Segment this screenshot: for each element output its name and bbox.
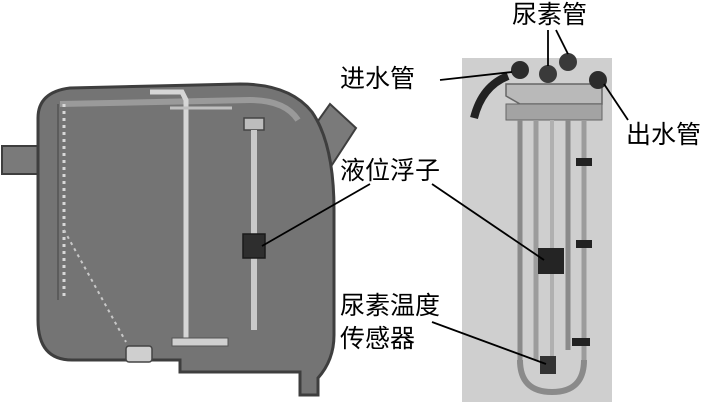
label-level-float: 液位浮子	[340, 156, 441, 185]
tank-side-nozzle	[1, 145, 39, 175]
tank-level-float	[242, 233, 266, 259]
leader-lines	[261, 29, 629, 365]
label-urea-temp-sensor-line1: 尿素温度	[340, 291, 441, 320]
leader-float-photo	[431, 183, 545, 261]
photo-u-bend	[517, 359, 587, 396]
label-urea-temp-sensor-line2: 传感器	[340, 323, 416, 353]
photo-hose	[470, 72, 510, 120]
tank-suction-pipe	[150, 89, 189, 340]
tank-rod-cap	[243, 117, 265, 131]
tank-bottom-plate	[171, 337, 229, 347]
photo-clip-2	[576, 240, 592, 248]
photo-inlet-fitting	[511, 61, 529, 79]
photo-clip-1	[576, 158, 592, 166]
photo-temp-sensor	[540, 356, 556, 374]
leader-float-tank	[261, 183, 371, 247]
urea-tank-section	[1, 82, 358, 397]
photo-urea-fitting-1	[539, 65, 557, 83]
label-urea-temp-sensor: 尿素温度 传感器	[340, 290, 440, 355]
photo-flange	[505, 103, 603, 121]
photo-clip-3	[572, 338, 590, 346]
photo-level-float	[538, 248, 564, 274]
photo-outlet-fitting	[589, 71, 607, 89]
label-inlet-pipe: 进水管	[340, 64, 416, 93]
photo-urea-fitting-2	[559, 53, 577, 71]
tank-top-rib	[59, 96, 301, 122]
label-outlet-pipe: 出水管	[626, 120, 702, 149]
leader-urea-pipe-2	[555, 29, 569, 55]
leader-inlet-pipe	[439, 71, 513, 81]
tank-drain-plug	[125, 345, 153, 363]
leader-outlet-pipe	[603, 83, 629, 121]
leader-temp-sensor	[431, 321, 547, 365]
label-urea-pipe: 尿素管	[512, 0, 588, 29]
photo-head-block	[505, 83, 603, 105]
tank-diagonal-rib	[63, 229, 127, 343]
sensor-assembly-photo	[462, 53, 612, 402]
